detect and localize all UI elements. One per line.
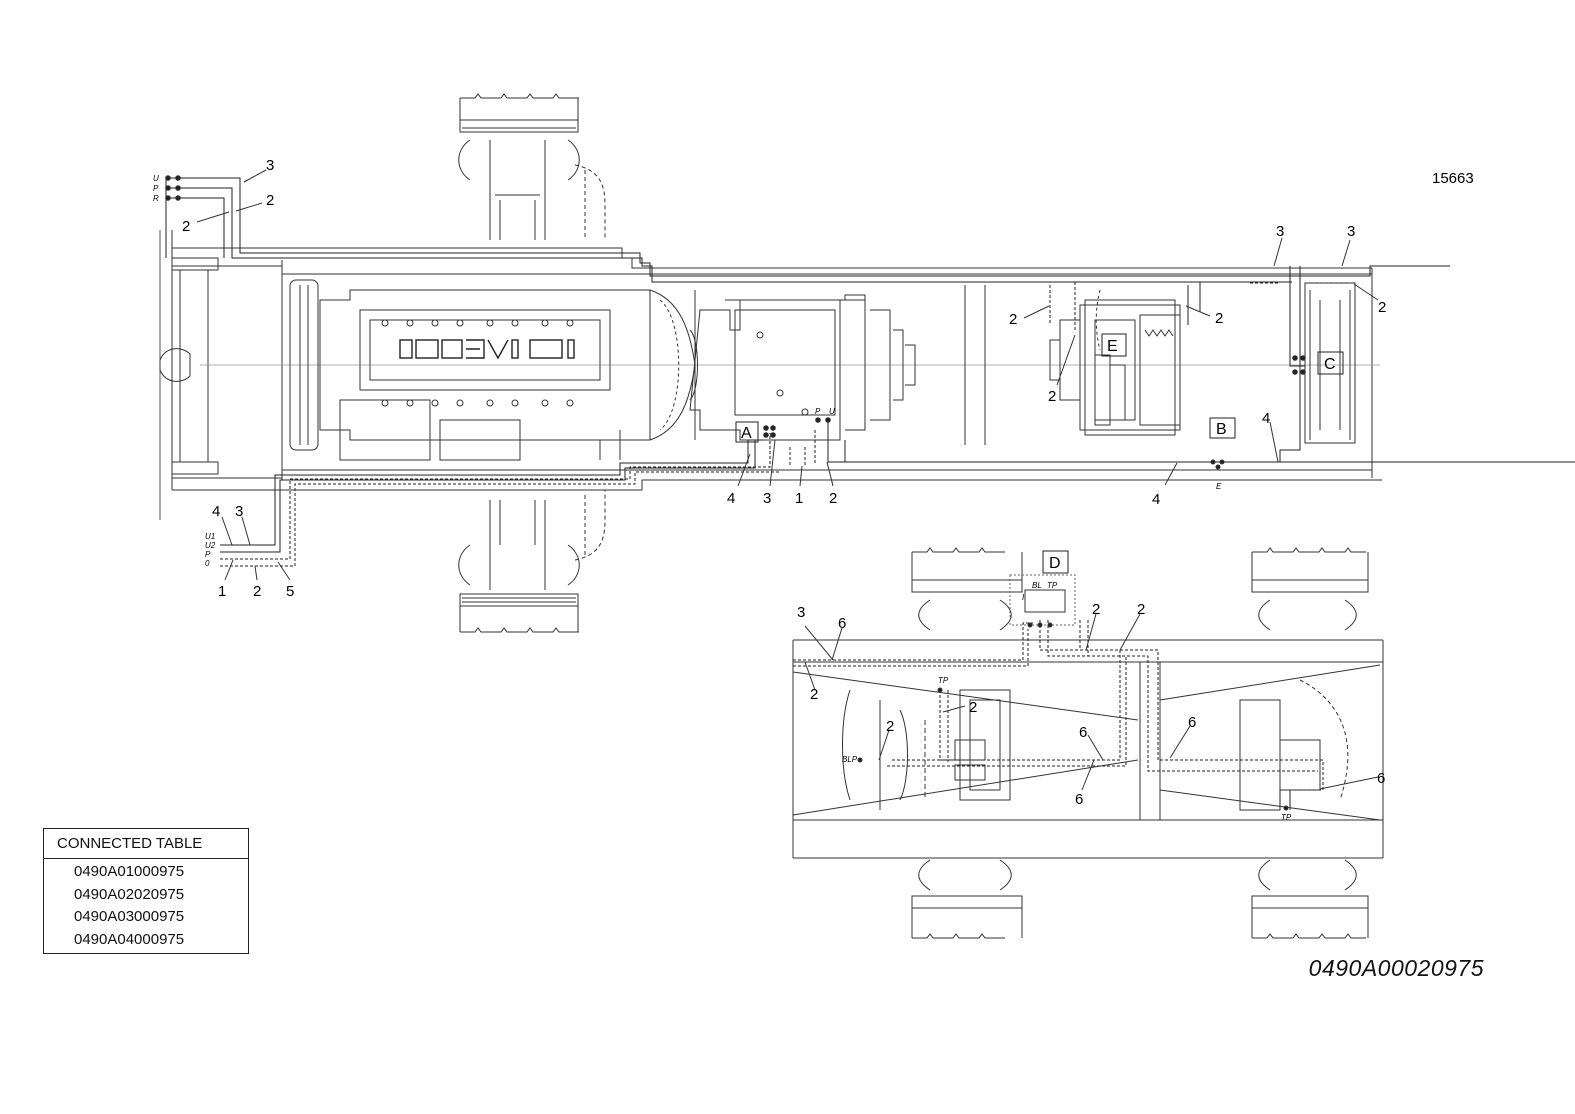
diagram-text: 15663 A B C D E 3 2 2 3 3 2 2 2 2 4 4 3 … <box>153 157 1474 822</box>
callout-3: 3 <box>797 604 805 621</box>
box-label-a: A <box>741 425 752 442</box>
port-label-bl: BL <box>1032 581 1042 590</box>
callout-2: 2 <box>1048 388 1056 405</box>
callout-2: 2 <box>1092 601 1100 618</box>
front-bottom-wheel <box>458 490 606 633</box>
port-label-e: E <box>1216 482 1222 491</box>
port-label-p: P <box>815 407 821 416</box>
figure-number: 15663 <box>1432 170 1474 187</box>
front-top-wheel <box>458 93 606 240</box>
port-label-p: P <box>205 550 211 559</box>
connected-table-title: CONNECTED TABLE <box>44 829 248 859</box>
transmission-block <box>689 290 916 441</box>
callout-6: 6 <box>1075 791 1083 808</box>
callout-6: 6 <box>1377 770 1385 787</box>
box-label-c: C <box>1324 356 1336 373</box>
port-label-p: P <box>153 184 159 193</box>
callout-2: 2 <box>1215 310 1223 327</box>
drawing-code: 0490A00020975 <box>1308 955 1484 981</box>
callout-4: 4 <box>1152 491 1160 508</box>
port-label-u1: U1 <box>205 532 215 541</box>
hydraulic-lines-upper <box>165 177 1575 567</box>
callout-6: 6 <box>838 615 846 632</box>
unit-e-assembly <box>1049 289 1181 436</box>
callout-2: 2 <box>266 192 274 209</box>
port-connectors <box>165 175 1306 470</box>
callout-3: 3 <box>266 157 274 174</box>
callout-2: 2 <box>1137 601 1145 618</box>
callout-3: 3 <box>1276 223 1284 240</box>
hydraulic-lines-lower <box>793 620 1324 810</box>
table-row: 0490A01000975 <box>74 863 185 880</box>
rear-wheel-top-left <box>911 547 1023 631</box>
port-label-blp: BLP <box>842 755 858 764</box>
callout-3: 3 <box>235 503 243 520</box>
rear-wheel-bottom-right <box>1251 859 1369 939</box>
box-label-e: E <box>1107 338 1118 355</box>
callout-1: 1 <box>218 583 226 600</box>
box-label-d: D <box>1049 555 1061 572</box>
callout-1: 1 <box>795 490 803 507</box>
callout-2: 2 <box>182 218 190 235</box>
port-label-tp: TP <box>938 676 949 685</box>
callout-6: 6 <box>1079 724 1087 741</box>
callout-2: 2 <box>253 583 261 600</box>
callout-2: 2 <box>810 686 818 703</box>
main-chassis-frame <box>159 230 1382 520</box>
engine-block <box>289 279 696 461</box>
table-row: 0490A02020975 <box>74 885 185 903</box>
leader-lines-upper <box>196 169 1379 581</box>
port-label-0: 0 <box>205 559 210 568</box>
leader-lines-lower <box>804 613 1379 791</box>
callout-5: 5 <box>286 583 294 600</box>
rear-axle-detail <box>792 547 1384 939</box>
engine-bolts-top <box>381 319 574 407</box>
callout-6: 6 <box>1188 714 1196 731</box>
callout-2: 2 <box>969 699 977 716</box>
port-label-tp: TP <box>1281 813 1292 822</box>
callout-4: 4 <box>1262 410 1270 427</box>
callout-2: 2 <box>886 718 894 735</box>
callout-3: 3 <box>763 490 771 507</box>
port-label-tp: TP <box>1047 581 1058 590</box>
table-row: 0490A03000975 <box>74 908 185 925</box>
callout-2: 2 <box>1009 311 1017 328</box>
port-label-u2: U2 <box>205 541 216 550</box>
rear-wheel-top-right <box>1251 547 1369 631</box>
callout-2: 2 <box>829 490 837 507</box>
callout-2: 2 <box>1378 299 1386 316</box>
callout-4: 4 <box>212 503 220 520</box>
table-row: 0490A04000975 <box>74 930 185 948</box>
connected-table: CONNECTED TABLE 0490A01000975 0490A02020… <box>43 828 249 954</box>
port-label-u: U <box>153 174 159 183</box>
rear-wheel-bottom-left <box>911 859 1023 939</box>
callout-3: 3 <box>1347 223 1355 240</box>
callout-4: 4 <box>727 490 735 507</box>
iveco-logo <box>399 339 575 360</box>
port-label-i: I <box>1022 593 1025 602</box>
port-label-u: U <box>829 407 835 416</box>
box-label-b: B <box>1216 421 1227 438</box>
unit-d-outline <box>1009 574 1076 626</box>
port-label-r: R <box>153 194 159 203</box>
